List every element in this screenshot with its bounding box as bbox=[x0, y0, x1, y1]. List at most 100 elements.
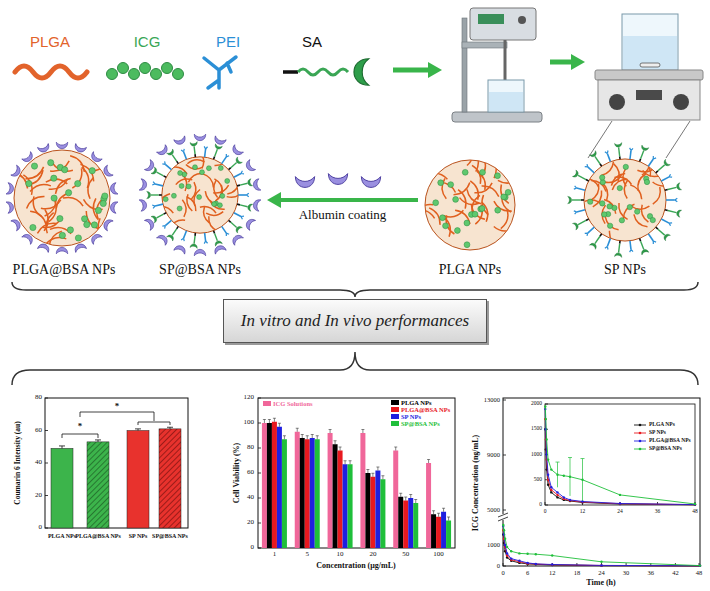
error-bar bbox=[296, 428, 299, 432]
sa-tail bbox=[665, 189, 668, 191]
sa-head bbox=[615, 253, 623, 258]
pei-spike bbox=[234, 213, 241, 217]
legend-line bbox=[634, 441, 646, 442]
sa-tail bbox=[619, 241, 621, 244]
pei-branch bbox=[605, 151, 608, 154]
arrow-head bbox=[428, 62, 442, 78]
sa-tail bbox=[586, 180, 589, 181]
data-point bbox=[699, 565, 701, 567]
icg-bead bbox=[472, 211, 478, 217]
polymer-strand bbox=[210, 201, 225, 210]
error-bar bbox=[329, 430, 332, 434]
albumin-molecule bbox=[11, 218, 22, 231]
pei-branch bbox=[241, 171, 244, 174]
icg-beads bbox=[107, 63, 184, 80]
tick-label: 80 bbox=[247, 444, 254, 451]
legend-swatch bbox=[263, 401, 271, 406]
sa-head bbox=[589, 151, 597, 158]
sa-tail bbox=[581, 199, 584, 201]
sa-chain bbox=[658, 229, 665, 235]
pei-spike bbox=[184, 231, 187, 239]
icg-bead bbox=[163, 197, 168, 202]
error-bar bbox=[432, 511, 435, 515]
inset-frame bbox=[545, 404, 695, 505]
tick-label: 48 bbox=[692, 509, 698, 515]
bar bbox=[159, 429, 181, 528]
data-point bbox=[563, 475, 565, 477]
sa-head bbox=[568, 196, 572, 203]
sa-chain bbox=[240, 205, 248, 207]
sa-chain bbox=[240, 183, 248, 185]
tick-label: 1500 bbox=[531, 426, 542, 432]
polymer-strand bbox=[634, 214, 648, 227]
tick-mark bbox=[258, 473, 261, 474]
tick-label: 12 bbox=[580, 509, 586, 515]
polymer-strand bbox=[653, 187, 661, 204]
icg-bead bbox=[57, 215, 63, 221]
data-point bbox=[551, 554, 553, 556]
tick-mark bbox=[258, 523, 261, 524]
chart-frame bbox=[503, 398, 700, 566]
data-point bbox=[503, 529, 505, 531]
sa-head bbox=[641, 145, 649, 151]
error-bar bbox=[371, 473, 374, 477]
albumin-molecule bbox=[157, 145, 170, 157]
summary-box: In vitro and In vivo performances bbox=[223, 299, 487, 343]
sa-chain bbox=[231, 222, 237, 227]
albumin-molecule bbox=[213, 244, 226, 254]
icg-bead bbox=[612, 205, 617, 210]
device-head bbox=[470, 8, 536, 40]
error-bar bbox=[349, 461, 352, 465]
icg-bead bbox=[200, 170, 205, 175]
tick-label: 36 bbox=[648, 570, 655, 577]
error-bar bbox=[361, 430, 364, 434]
tick-mark bbox=[45, 528, 48, 529]
tick-label: 18 bbox=[574, 570, 581, 577]
data-point bbox=[619, 503, 621, 505]
tick-mark bbox=[45, 430, 48, 431]
sa-head bbox=[167, 149, 175, 156]
polymer-strand bbox=[88, 177, 94, 198]
core-content bbox=[415, 146, 518, 248]
tick-label: 10 bbox=[337, 551, 344, 558]
sa-tail bbox=[665, 209, 668, 211]
error-bar bbox=[311, 435, 314, 439]
bar bbox=[87, 442, 109, 528]
data-point bbox=[518, 560, 520, 562]
tick-label: 20 bbox=[247, 519, 254, 526]
pei-branch bbox=[152, 182, 155, 185]
tick-label: 5000 bbox=[487, 507, 500, 514]
tick-mark bbox=[545, 505, 548, 506]
polymer-strand bbox=[187, 160, 204, 164]
pei-spike bbox=[630, 151, 631, 160]
icg-bead bbox=[206, 166, 211, 171]
polymer-strand bbox=[498, 179, 518, 183]
legend-text: PLGA@BSA NPs bbox=[401, 406, 450, 413]
polymer-strand bbox=[170, 220, 185, 228]
tick-mark bbox=[258, 548, 261, 549]
sa-tail bbox=[214, 231, 215, 234]
icg-bead bbox=[433, 200, 439, 206]
icg-bead bbox=[186, 184, 191, 189]
axis-break bbox=[498, 517, 508, 521]
legend-text: PLGA@BSA NPs bbox=[649, 438, 691, 444]
stirrer-knob bbox=[609, 94, 625, 110]
data-point bbox=[551, 564, 553, 566]
pei-branch bbox=[204, 57, 236, 88]
icg-bead bbox=[62, 167, 68, 173]
pei-branch bbox=[630, 249, 633, 252]
bar bbox=[365, 473, 370, 548]
particle-label: PLGA@BSA NPs bbox=[13, 262, 116, 277]
polymer-strand bbox=[192, 182, 196, 199]
albumin-molecule bbox=[194, 249, 205, 255]
pei-spike bbox=[222, 226, 227, 233]
pei-branch bbox=[226, 233, 229, 236]
sa-tail bbox=[164, 213, 167, 214]
polymer-strand bbox=[470, 181, 478, 200]
icg-bead bbox=[51, 195, 57, 201]
data-point bbox=[506, 552, 508, 554]
axis-title: Concentration (μg/mL) bbox=[316, 562, 395, 570]
pei-spike bbox=[238, 194, 246, 196]
legend-swatch bbox=[391, 407, 399, 412]
